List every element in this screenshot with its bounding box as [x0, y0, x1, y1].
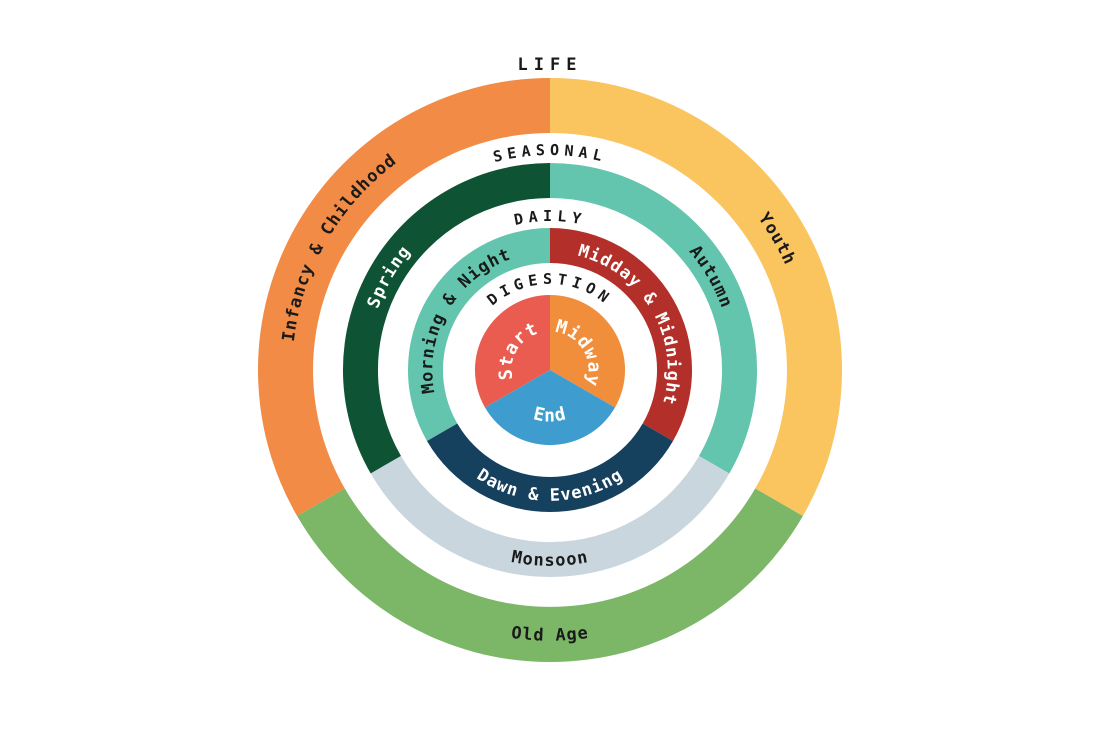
ring-daily [407, 227, 693, 513]
label-end-text: End [531, 403, 567, 426]
label-old-age-text: Old Age [510, 623, 589, 646]
segment-midway [550, 294, 626, 408]
ring-title-daily-text: DAILY [513, 207, 583, 229]
label-monsoon: Monsoon [510, 547, 590, 571]
segment-start [474, 295, 550, 408]
segment-autumn [550, 162, 758, 474]
segment-end [485, 370, 615, 446]
segment-morning-night [407, 228, 550, 441]
label-old-age: Old Age [510, 623, 590, 646]
ring-title-seasonal-text: SEASONAL [491, 141, 603, 166]
ring-life [257, 78, 843, 663]
label-end: End [531, 403, 568, 426]
segment-dawn-evening [427, 423, 673, 513]
label-monsoon-text: Monsoon [510, 547, 589, 571]
segment-midday-midnight [550, 227, 693, 441]
segment-spring [342, 162, 550, 474]
ring-title-seasonal: SEASONAL [491, 141, 608, 166]
ring-digestion [474, 294, 626, 446]
segment-youth [550, 78, 843, 516]
segment-monsoon [370, 456, 730, 578]
segment-old-age [297, 488, 803, 663]
ring-seasonal [342, 162, 758, 578]
ring-title-daily: DAILY [513, 207, 588, 229]
ring-title-life: LIFE [518, 55, 583, 75]
segment-infancy-childhood [257, 78, 550, 516]
